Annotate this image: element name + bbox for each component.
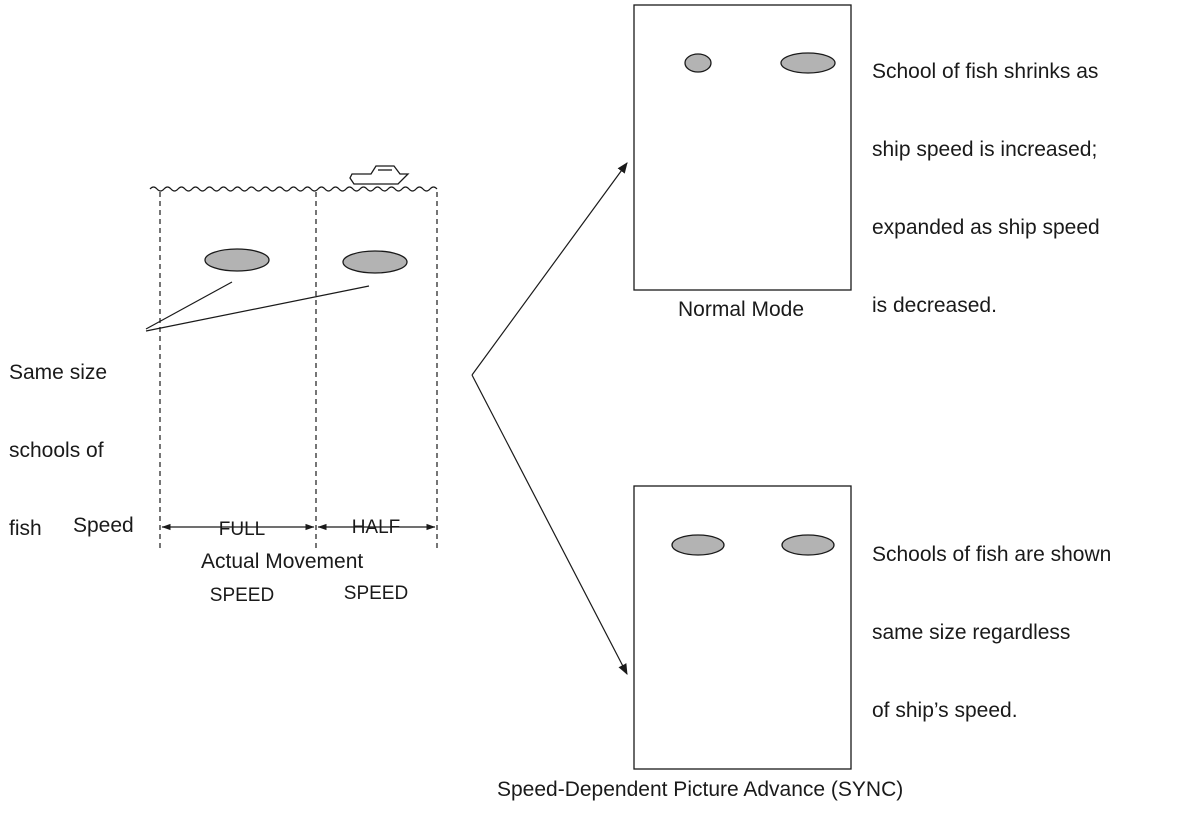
fish-school-half-speed bbox=[342, 250, 408, 274]
sync-description-line: of ship’s speed. bbox=[872, 699, 1018, 722]
callout-line: Same size bbox=[9, 361, 108, 384]
arrow-to-normal-mode bbox=[471, 162, 628, 376]
sync-mode-caption: Speed-Dependent Picture Advance (SYNC) bbox=[497, 778, 904, 801]
half-speed-label: HALF SPEED bbox=[326, 473, 426, 649]
half-speed-line: SPEED bbox=[343, 583, 409, 604]
full-speed-line: FULL bbox=[218, 519, 266, 540]
sync-description-line: Schools of fish are shown bbox=[872, 543, 1112, 566]
normal-mode-screen bbox=[633, 4, 852, 291]
sync-fish-right bbox=[781, 534, 835, 556]
full-speed-line: SPEED bbox=[209, 585, 275, 606]
arrow-to-sync-mode bbox=[471, 374, 628, 675]
callout-same-size-label: Same size schools of fish bbox=[9, 308, 107, 594]
speed-label: Speed bbox=[73, 514, 134, 537]
sync-mode-description: Schools of fish are shown same size rega… bbox=[872, 490, 1111, 776]
half-speed-line: HALF bbox=[351, 517, 401, 538]
sync-description-line: same size regardless bbox=[872, 621, 1071, 644]
actual-movement-caption: Actual Movement bbox=[201, 550, 364, 573]
sync-mode-screen bbox=[633, 485, 852, 770]
normal-description-line: expanded as ship speed bbox=[872, 216, 1100, 239]
water-surface bbox=[149, 186, 438, 192]
full-speed-label: FULL SPEED bbox=[192, 475, 292, 651]
callout-leader-1 bbox=[145, 281, 233, 330]
normal-fish-large bbox=[780, 52, 836, 74]
fish-school-full-speed bbox=[204, 248, 270, 272]
normal-fish-small bbox=[684, 53, 712, 73]
normal-mode-caption: Normal Mode bbox=[678, 298, 805, 321]
normal-description-line: ship speed is increased; bbox=[872, 138, 1098, 161]
callout-line: fish bbox=[9, 517, 42, 540]
normal-mode-description: School of fish shrinks as ship speed is … bbox=[872, 7, 1100, 371]
ship-icon bbox=[349, 165, 410, 185]
callout-line: schools of bbox=[9, 439, 104, 462]
callout-leader-2 bbox=[145, 285, 370, 332]
normal-description-line: is decreased. bbox=[872, 294, 997, 317]
normal-description-line: School of fish shrinks as bbox=[872, 60, 1099, 83]
sync-fish-left bbox=[671, 534, 725, 556]
